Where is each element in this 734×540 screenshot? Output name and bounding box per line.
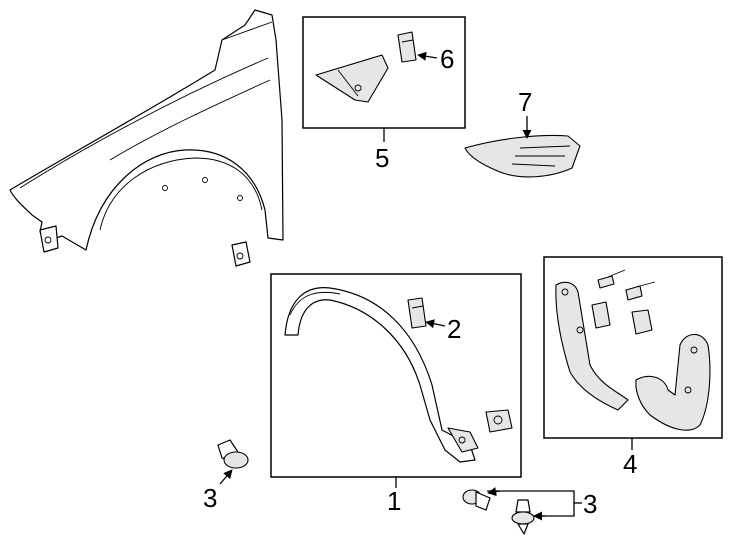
part-4-clips — [591, 301, 653, 335]
fender — [9, 9, 284, 267]
part-4-bolts — [597, 269, 656, 301]
part-7-vent-trim — [464, 134, 581, 178]
part-2-clip — [407, 297, 427, 329]
leader-6 — [417, 51, 438, 61]
callout-2: 2 — [447, 314, 461, 344]
part-4-mud-flap-left — [555, 281, 629, 411]
callout-7: 7 — [518, 87, 532, 117]
callout-1: 1 — [387, 486, 401, 516]
callout-3-right: 3 — [583, 489, 597, 519]
callout-5: 5 — [375, 143, 389, 173]
leader-3-left — [219, 469, 233, 485]
callout-6: 6 — [440, 44, 454, 74]
part-6-clip — [397, 31, 417, 63]
part-4-mud-flap-right — [635, 333, 711, 431]
box-1-clip — [485, 409, 513, 433]
leader-2 — [425, 319, 446, 329]
part-1-arch-molding — [284, 287, 479, 463]
callout-3-left: 3 — [203, 483, 217, 513]
leader-3-right-arrow-top — [487, 487, 501, 497]
part-3-push-pin-left — [217, 439, 249, 469]
callout-4: 4 — [623, 449, 637, 479]
part-5-bracket — [315, 54, 389, 103]
part-3-push-pin-mid — [462, 489, 491, 511]
box-4 — [543, 256, 723, 439]
part-3-push-pin-right — [511, 499, 535, 535]
